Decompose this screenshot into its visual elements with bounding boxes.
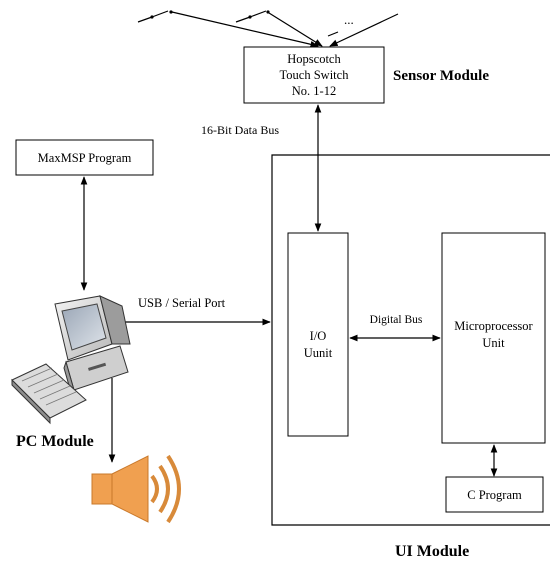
switch-contact-icon <box>150 15 154 19</box>
data-bus-label: 16-Bit Data Bus <box>201 123 279 137</box>
switch-contact-icon <box>169 10 173 14</box>
maxmsp-label: MaxMSP Program <box>38 151 132 165</box>
switch-contact-icon <box>266 10 270 14</box>
usb-serial-label: USB / Serial Port <box>138 296 226 310</box>
maxmsp-box: MaxMSP Program <box>15 139 154 176</box>
switch-wires: ... <box>137 10 399 48</box>
ui-module-label: UI Module <box>395 543 469 560</box>
microprocessor-line-1: Microprocessor <box>454 319 533 333</box>
io-unit-line-2: Uunit <box>304 346 333 360</box>
sensor-line-2: Touch Switch <box>280 68 350 82</box>
c-program-label: C Program <box>467 488 522 502</box>
sensor-box: Hopscotch Touch Switch No. 1-12 <box>243 46 385 104</box>
pc-computer-icon <box>11 295 131 425</box>
c-program-box: C Program <box>445 476 544 513</box>
ui-module-frame <box>271 154 550 526</box>
sensor-line-1: Hopscotch <box>287 52 341 66</box>
switch-ellipsis: ... <box>344 12 354 27</box>
microprocessor-box: Microprocessor Unit <box>441 232 546 444</box>
microprocessor-line-2: Unit <box>482 336 505 350</box>
pc-module-label: PC Module <box>16 433 94 450</box>
switch-contact-icon <box>248 15 252 19</box>
digital-bus-label: Digital Bus <box>370 314 423 326</box>
speaker-icon <box>91 454 181 524</box>
sensor-module-label: Sensor Module <box>393 68 489 84</box>
io-unit-line-1: I/O <box>310 329 327 343</box>
io-unit-box: I/O Uunit <box>287 232 349 437</box>
sensor-line-3: No. 1-12 <box>292 84 336 98</box>
